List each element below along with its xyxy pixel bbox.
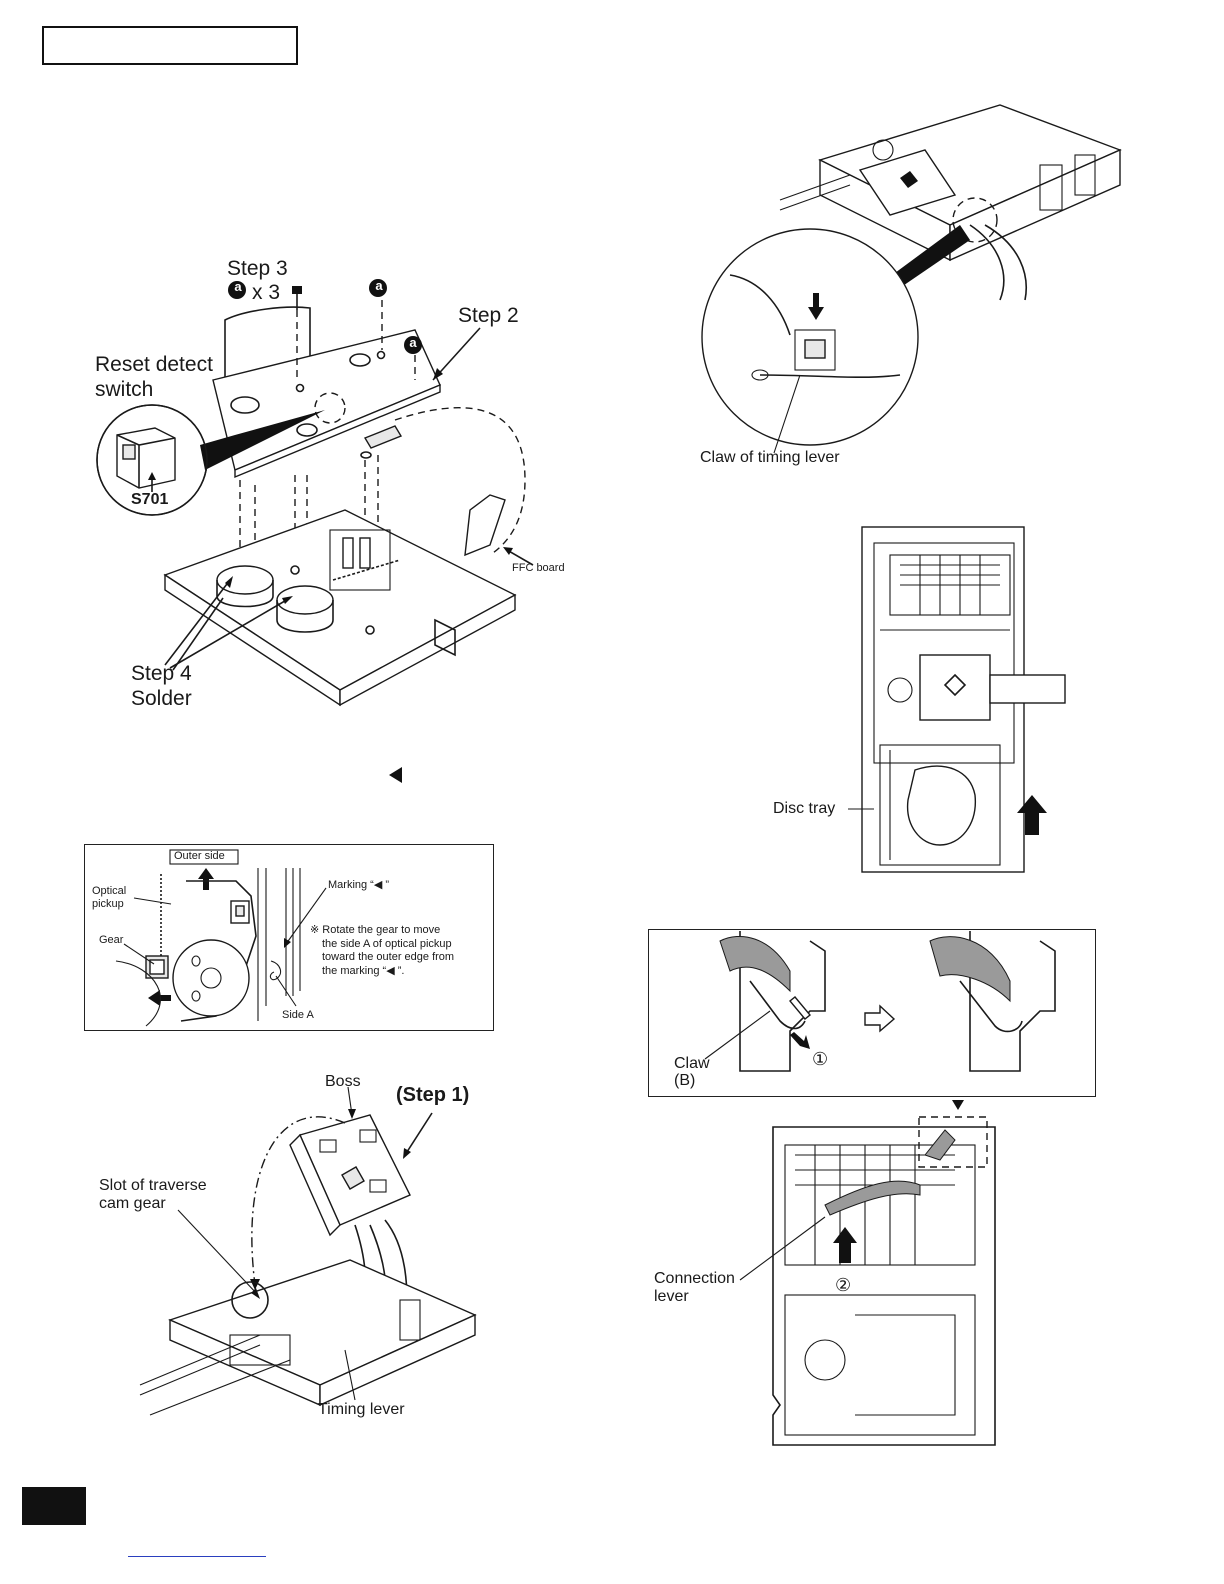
lever-label: lever	[654, 1288, 689, 1305]
step4-label: Step 4	[131, 662, 192, 685]
claw-timing-lever-label: Claw of timing lever	[700, 449, 840, 466]
s701-label: S701	[131, 491, 169, 508]
figure6-bottom-drawing	[739, 1116, 996, 1446]
page-number-block	[22, 1487, 86, 1525]
marking-label: Marking “◀ ”	[328, 879, 390, 891]
boss-label: Boss	[325, 1073, 361, 1090]
screw-symbol-a-3: a	[409, 335, 417, 350]
screw-symbol-a: a	[234, 279, 242, 294]
outer-side-label: Outer side	[174, 850, 225, 862]
footer-link-underline[interactable]	[128, 1556, 266, 1557]
switch-label: switch	[95, 378, 154, 401]
pickup-label: pickup	[92, 898, 124, 910]
figure2-drawing	[115, 849, 327, 1027]
disc-tray-label: Disc tray	[773, 800, 836, 817]
step-2-marker: ②	[835, 1275, 852, 1295]
step-1-marker: ①	[812, 1049, 829, 1069]
figure6-top-drawing	[704, 931, 1056, 1072]
connection-label: Connection	[654, 1270, 735, 1287]
note-line-2: the side A of optical pickup	[322, 938, 452, 950]
step2-label: Step 2	[458, 304, 519, 327]
screw-count-label: x 3	[252, 281, 281, 304]
gear-label: Gear	[99, 934, 124, 946]
step3-label: Step 3	[227, 257, 288, 280]
claw-b-label: (B)	[674, 1072, 696, 1089]
step1-label: (Step 1)	[396, 1084, 470, 1106]
reset-detect-label: Reset detect	[95, 353, 213, 376]
marking-triangle-icon	[389, 767, 402, 783]
figure3-drawing	[139, 1086, 477, 1416]
optical-label: Optical	[92, 885, 127, 897]
side-a-label: Side A	[282, 1009, 314, 1021]
note-line-4: the marking “◀ ”.	[322, 965, 405, 977]
claw-label: Claw	[674, 1055, 710, 1072]
pointer-down-icon	[952, 1100, 964, 1110]
cam-gear-label: cam gear	[99, 1195, 166, 1212]
figure1-drawing	[96, 279, 534, 707]
note-line-1: ※ Rotate the gear to move	[310, 924, 441, 936]
screw-symbol-a-2: a	[375, 278, 383, 293]
figure5-drawing	[848, 526, 1066, 873]
figure4-drawing	[701, 104, 1122, 454]
timing-lever-label: Timing lever	[318, 1401, 405, 1418]
header-box	[42, 26, 298, 65]
ffc-board-label: FFC board	[512, 562, 565, 574]
note-line-3: toward the outer edge from	[322, 951, 455, 963]
solder-label: Solder	[131, 687, 192, 710]
slot-traverse-label: Slot of traverse	[99, 1177, 207, 1194]
